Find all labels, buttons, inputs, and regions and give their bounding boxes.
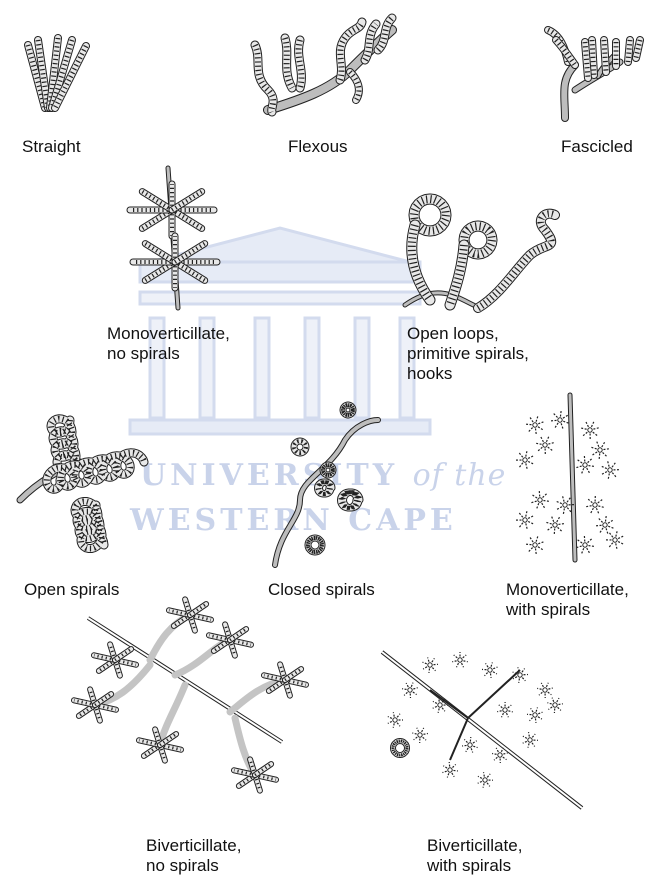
spore-segments xyxy=(592,40,594,75)
label-line: no spirals xyxy=(107,344,230,364)
label-straight: Straight xyxy=(22,137,81,157)
label-line: Fascicled xyxy=(561,137,633,157)
label-line: Biverticillate, xyxy=(427,836,522,856)
label-monoverticillate-with-spirals: Monoverticillate, with spirals xyxy=(506,580,629,620)
hypha-body xyxy=(299,40,302,88)
tuft-center xyxy=(583,543,587,547)
tuft-center xyxy=(483,778,487,782)
label-biverticillate-no-spirals: Biverticillate, no spirals xyxy=(146,836,241,876)
label-line: hooks xyxy=(407,364,529,384)
tuft-center xyxy=(468,743,472,747)
hypha-body xyxy=(115,649,131,660)
label-line: Monoverticillate, xyxy=(506,580,629,600)
fascicled-sporophore-drawing xyxy=(548,30,640,118)
hypha-body xyxy=(255,764,271,775)
tuft-center xyxy=(488,668,492,672)
tuft-center xyxy=(543,688,547,692)
tuft-center xyxy=(498,753,502,757)
open-loops-drawing xyxy=(405,199,555,308)
tuft-center xyxy=(543,443,547,447)
tuft-center xyxy=(458,658,462,662)
tuft-center xyxy=(428,663,432,667)
label-biverticillate-with-spirals: Biverticillate, with spirals xyxy=(427,836,522,876)
tuft-center xyxy=(588,428,592,432)
label-closed-spirals: Closed spirals xyxy=(268,580,375,600)
monoverticillate-with-spirals-drawing xyxy=(516,395,623,560)
tuft-center xyxy=(558,418,562,422)
tuft-center xyxy=(533,423,537,427)
tuft-center xyxy=(523,458,527,462)
stalk-outline xyxy=(405,293,480,308)
tuft-center xyxy=(533,713,537,717)
tuft-center xyxy=(518,673,522,677)
tuft-center xyxy=(538,498,542,502)
hypha-body xyxy=(230,629,246,640)
straight-sporophore-drawing xyxy=(28,38,86,108)
tuft-center xyxy=(583,463,587,467)
label-line: primitive spirals, xyxy=(407,344,529,364)
tuft-center xyxy=(613,538,617,542)
open-spirals-drawing xyxy=(20,419,144,549)
label-line: Biverticillate, xyxy=(146,836,241,856)
biverticillate-no-spirals-drawing xyxy=(74,599,306,790)
tuft-center xyxy=(408,688,412,692)
tuft-center xyxy=(528,738,532,742)
tuft-center xyxy=(523,518,527,522)
tuft-center xyxy=(553,703,557,707)
tuft-center xyxy=(553,523,557,527)
closed-spirals-drawing xyxy=(275,405,378,565)
tuft-center xyxy=(533,543,537,547)
label-open-spirals: Open spirals xyxy=(24,580,119,600)
label-line: Flexous xyxy=(288,137,348,157)
tuft-center xyxy=(598,448,602,452)
tuft-center xyxy=(503,708,507,712)
label-fascicled: Fascicled xyxy=(561,137,633,157)
flexous-sporophore-drawing xyxy=(255,18,392,112)
tuft-center xyxy=(393,718,397,722)
label-line: Closed spirals xyxy=(268,580,375,600)
tuft-center xyxy=(438,703,442,707)
label-line: no spirals xyxy=(146,856,241,876)
label-monoverticillate-no-spirals: Monoverticillate, no spirals xyxy=(107,324,230,364)
hypha-body xyxy=(285,669,301,680)
label-flexous: Flexous xyxy=(288,137,348,157)
tuft-center xyxy=(448,768,452,772)
label-line: Open loops, xyxy=(407,324,529,344)
label-open-loops: Open loops, primitive spirals, hooks xyxy=(407,324,529,384)
main-axis-core xyxy=(88,618,282,742)
main-axis-core xyxy=(382,652,582,808)
label-line: with spirals xyxy=(506,600,629,620)
label-line: Open spirals xyxy=(24,580,119,600)
label-line: Straight xyxy=(22,137,81,157)
tuft-center xyxy=(563,503,567,507)
hypha-body xyxy=(190,604,206,615)
label-line: with spirals xyxy=(427,856,522,876)
tuft-center xyxy=(418,733,422,737)
tuft-center xyxy=(608,468,612,472)
label-line: Monoverticillate, xyxy=(107,324,230,344)
biverticillate-with-spirals-drawing xyxy=(382,652,582,808)
tuft-center xyxy=(593,503,597,507)
hypha-body xyxy=(628,40,630,62)
monoverticillate-no-spirals-drawing xyxy=(130,168,217,308)
tuft-center xyxy=(603,523,607,527)
